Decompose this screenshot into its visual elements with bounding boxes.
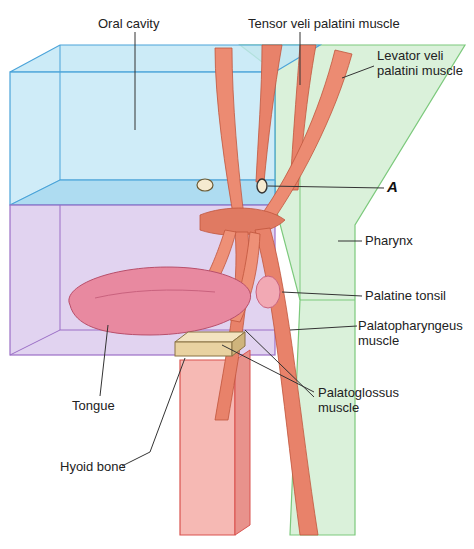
tonsil-shape	[256, 276, 280, 308]
box-edge	[10, 205, 60, 355]
tongue-shape	[69, 267, 251, 335]
leader-line	[245, 330, 314, 397]
tensor-muscle	[256, 45, 282, 182]
part-label: Oral cavity	[98, 16, 159, 31]
part-label: Levator veli palatini muscle	[377, 48, 469, 78]
part-label: Palatopharyngeus muscle	[358, 318, 470, 348]
leader-line	[100, 325, 108, 396]
pterygoid-hamulus	[257, 179, 267, 193]
box-edge	[10, 45, 60, 205]
part-label: Palatine tonsil	[365, 288, 446, 303]
larynx-column-side	[235, 350, 250, 535]
leader-line	[338, 241, 362, 242]
soft-palate	[200, 208, 285, 235]
leader-line	[135, 32, 136, 130]
leader-line	[122, 358, 185, 466]
leader-line	[300, 32, 301, 85]
pharynx-edge	[300, 300, 355, 301]
pterygoid-hamulus	[197, 179, 213, 191]
leader-line	[268, 186, 384, 188]
leader-line	[342, 66, 374, 78]
leader-line	[290, 326, 357, 330]
levator-muscle	[215, 48, 245, 225]
tongue-groove	[95, 290, 215, 298]
levator-muscle	[250, 50, 352, 236]
hyoid-front	[175, 342, 232, 356]
part-label: Tensor veli palatini muscle	[248, 16, 400, 31]
part-label: Palatoglossus muscle	[318, 385, 418, 415]
part-label: Pharynx	[365, 233, 413, 248]
part-label: A	[387, 179, 398, 194]
leader-line	[282, 292, 362, 296]
part-label: Tongue	[72, 398, 115, 413]
hyoid-side	[232, 332, 245, 356]
palatopharyngeus-muscle	[255, 228, 318, 535]
part-label: Hyoid bone	[60, 459, 126, 474]
